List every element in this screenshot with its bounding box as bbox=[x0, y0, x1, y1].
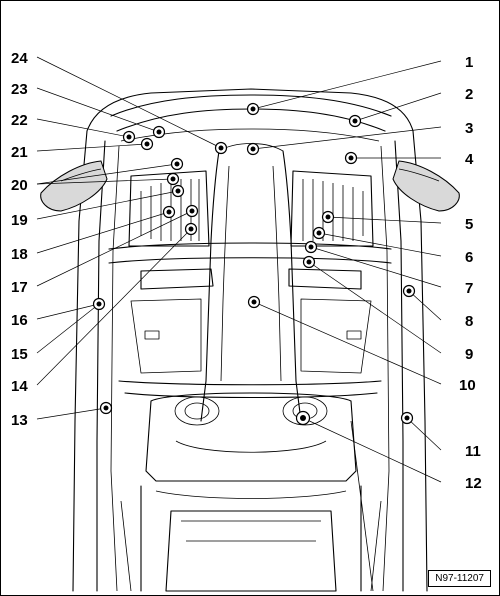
plug-20b bbox=[170, 157, 184, 171]
leader-lines bbox=[36, 56, 442, 483]
plug-11 bbox=[400, 411, 414, 425]
plug-markers bbox=[92, 102, 416, 426]
plug-5 bbox=[321, 210, 335, 224]
plug-16 bbox=[92, 297, 106, 311]
plug-8 bbox=[402, 284, 416, 298]
plug-21 bbox=[140, 137, 154, 151]
callout-10: 10 bbox=[459, 377, 476, 394]
callout-labels: 1 2 3 4 5 6 7 8 9 10 11 12 13 14 15 16 1… bbox=[11, 50, 482, 492]
callout-14: 14 bbox=[11, 378, 28, 395]
plug-6 bbox=[312, 226, 326, 240]
callout-1: 1 bbox=[465, 54, 473, 71]
plug-14 bbox=[184, 222, 198, 236]
plug-23 bbox=[152, 125, 166, 139]
vehicle-body-outline bbox=[40, 88, 460, 592]
plug-13 bbox=[99, 401, 113, 415]
callout-15: 15 bbox=[11, 346, 28, 363]
callout-9: 9 bbox=[465, 346, 473, 363]
callout-2: 2 bbox=[465, 86, 473, 103]
plug-12 bbox=[295, 410, 311, 426]
callout-7: 7 bbox=[465, 280, 473, 297]
plug-3 bbox=[246, 142, 260, 156]
reference-code: N97-11207 bbox=[428, 570, 491, 587]
callout-22: 22 bbox=[11, 112, 28, 129]
plug-19 bbox=[171, 184, 185, 198]
callout-20: 20 bbox=[11, 177, 28, 194]
plug-24 bbox=[214, 141, 228, 155]
callout-4: 4 bbox=[465, 151, 474, 168]
callout-17: 17 bbox=[11, 279, 28, 296]
plug-2 bbox=[348, 114, 362, 128]
plug-17 bbox=[185, 204, 199, 218]
callout-8: 8 bbox=[465, 313, 473, 330]
callout-5: 5 bbox=[465, 216, 473, 233]
plug-7 bbox=[304, 240, 318, 254]
callout-23: 23 bbox=[11, 81, 28, 98]
callout-12: 12 bbox=[465, 475, 482, 492]
callout-24: 24 bbox=[11, 50, 28, 67]
plug-18 bbox=[162, 205, 176, 219]
plug-22 bbox=[122, 130, 136, 144]
callout-11: 11 bbox=[465, 443, 481, 460]
callout-6: 6 bbox=[465, 249, 473, 266]
callout-19: 19 bbox=[11, 212, 28, 229]
callout-18: 18 bbox=[11, 246, 28, 263]
plug-4 bbox=[344, 151, 358, 165]
callout-21: 21 bbox=[11, 144, 28, 161]
callout-16: 16 bbox=[11, 312, 28, 329]
plug-1 bbox=[246, 102, 260, 116]
plug-9 bbox=[302, 255, 316, 269]
plug-20a bbox=[166, 172, 180, 186]
plug-10 bbox=[247, 295, 261, 309]
callout-13: 13 bbox=[11, 412, 28, 429]
callout-3: 3 bbox=[465, 120, 473, 137]
